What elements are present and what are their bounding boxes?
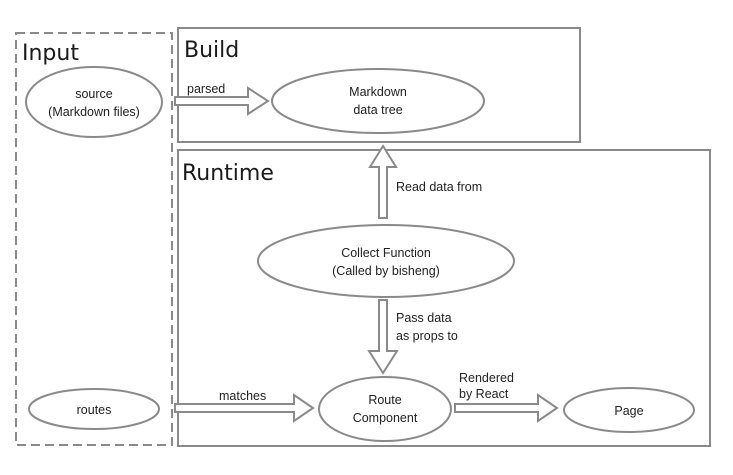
edge-matches-arrow bbox=[174, 393, 315, 423]
group-input-border bbox=[15, 32, 173, 446]
group-runtime-title: Runtime bbox=[182, 161, 274, 186]
edge-rendered-arrow bbox=[454, 393, 559, 423]
node-page: Page bbox=[563, 387, 695, 433]
edge-rendered-label-line1: Rendered bbox=[459, 371, 514, 385]
node-route-component-label-line2: Component bbox=[353, 411, 418, 425]
node-routes-shape bbox=[28, 388, 160, 430]
edge-pass-data-label-line2: as props to bbox=[396, 329, 458, 343]
edge-rendered-label-line2: by React bbox=[459, 387, 509, 401]
edge-read-data-label: Read data from bbox=[396, 180, 482, 194]
edge-matches-label: matches bbox=[219, 389, 266, 403]
edge-matches: matches bbox=[174, 389, 315, 423]
node-markdown-tree-label-line2: data tree bbox=[353, 103, 402, 117]
group-build-title: Build bbox=[184, 38, 239, 63]
edge-parsed-arrow bbox=[174, 86, 270, 116]
node-collect-function-label-line2: (Called by bisheng) bbox=[332, 264, 440, 278]
edge-pass-data-label-line1: Pass data bbox=[396, 311, 452, 325]
group-input: Input bbox=[15, 32, 173, 446]
node-source-label-line1: source bbox=[75, 87, 113, 101]
group-input-title: Input bbox=[22, 41, 79, 66]
node-source-shape bbox=[25, 66, 163, 138]
edge-rendered: Rendered by React bbox=[454, 371, 559, 423]
node-collect-function-label-line1: Collect Function bbox=[341, 246, 431, 260]
group-build: Build bbox=[177, 27, 581, 143]
node-markdown-tree-label-line1: Markdown bbox=[349, 85, 407, 99]
edge-pass-data-arrow bbox=[367, 299, 399, 375]
node-source-label-line2: (Markdown files) bbox=[48, 105, 140, 119]
node-routes-label: routes bbox=[77, 403, 112, 417]
node-markdown-tree: Markdown data tree bbox=[271, 68, 485, 134]
group-runtime-border bbox=[177, 149, 711, 447]
node-markdown-tree-shape bbox=[271, 68, 485, 134]
edge-pass-data: Pass data as props to bbox=[367, 299, 458, 375]
edge-parsed: parsed bbox=[174, 82, 270, 116]
node-collect-function-shape bbox=[257, 224, 515, 298]
node-page-label: Page bbox=[614, 404, 643, 418]
node-route-component-label-line1: Route bbox=[368, 393, 401, 407]
node-collect-function: Collect Function (Called by bisheng) bbox=[257, 224, 515, 298]
node-source: source (Markdown files) bbox=[25, 66, 163, 138]
node-routes: routes bbox=[28, 388, 160, 430]
node-route-component-shape bbox=[318, 376, 452, 442]
group-runtime: Runtime bbox=[177, 149, 711, 447]
group-build-border bbox=[177, 27, 581, 143]
edge-read-data: Read data from bbox=[368, 144, 482, 219]
edge-parsed-label: parsed bbox=[187, 82, 225, 96]
node-route-component: Route Component bbox=[318, 376, 452, 442]
node-page-shape bbox=[563, 387, 695, 433]
edge-read-data-arrow bbox=[368, 144, 398, 219]
